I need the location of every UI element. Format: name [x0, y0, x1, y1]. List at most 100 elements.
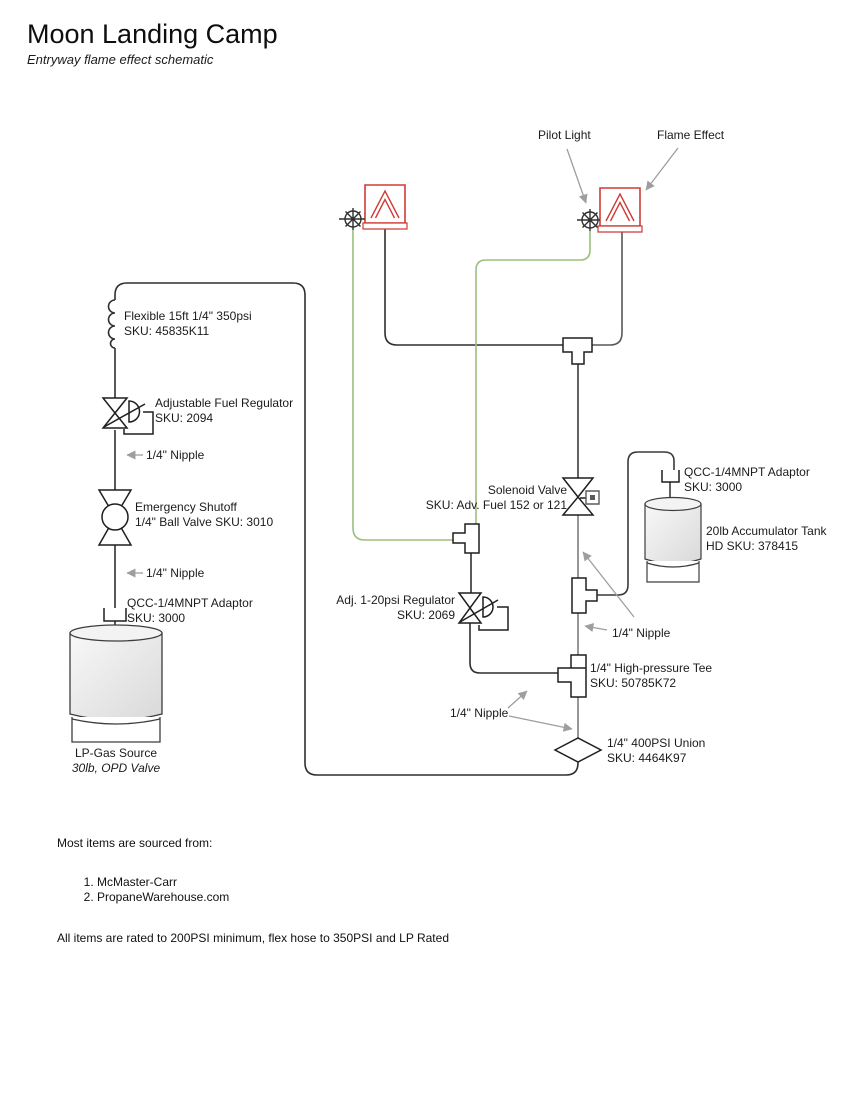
pipe-accumulator-branch: [597, 452, 674, 595]
pilot-reg-valve-top: [459, 593, 481, 608]
qcc-adaptor-left: [104, 608, 126, 621]
accumulator-label-line2: HD SKU: 378415: [706, 539, 799, 553]
main-supply-pipe: [109, 283, 579, 775]
flex-hose-coil: [109, 300, 115, 348]
pilot-reg-diaphragm: [483, 597, 493, 617]
lp-tank-base: [72, 717, 160, 742]
effect-line-pipes: [385, 229, 674, 738]
flame-icon-left: [371, 191, 399, 218]
nipple-label-upper-left: 1/4" Nipple: [146, 448, 205, 462]
flame-base-right: [598, 226, 642, 232]
hp-tee-label-line2: SKU: 50785K72: [590, 676, 677, 690]
high-pressure-tee: [558, 655, 586, 697]
arrow-nipple-bottom-down: [509, 716, 573, 732]
pilot-splitter-tee: [453, 524, 479, 553]
acc-tank-base-arc: [647, 563, 699, 567]
lp-tank-top: [70, 625, 162, 641]
accumulator-tee: [572, 578, 597, 613]
solenoid-top-triangle: [563, 478, 593, 497]
flame-base-left: [363, 223, 407, 229]
arrow-nipple-mid-diagonal: [583, 551, 634, 617]
pilot-light-label: Pilot Light: [538, 128, 591, 142]
qcc-adaptor-right: [662, 470, 679, 482]
pilot-light-left: [339, 208, 365, 230]
page-subtitle: Entryway flame effect schematic: [27, 52, 214, 67]
solenoid-valve-symbol: [563, 478, 599, 515]
nipple-label-bottom: 1/4" Nipple: [450, 706, 509, 720]
pilot-reg-stem: [460, 600, 498, 622]
regulator-diaphragm: [129, 401, 140, 422]
pilot-regulator-label: Adj. 1-20psi Regulator SKU: 2069: [336, 593, 455, 623]
lp-source-label-line2: 30lb, OPD Valve: [71, 761, 161, 775]
emergency-shutoff-label-line1: Emergency Shutoff: [135, 500, 237, 514]
regulator-valve-top: [103, 398, 127, 413]
pilot-light-right: [577, 209, 600, 231]
regulator-stem: [104, 404, 145, 427]
acc-tank-base: [647, 561, 699, 582]
pilot-line-left: [353, 230, 453, 540]
qcc-adaptor-left-label: QCC-1/4MNPT Adaptor SKU: 3000: [127, 596, 253, 626]
accumulator-label: 20lb Accumulator Tank HD SKU: 378415: [706, 524, 827, 554]
nipple-label-lower-left: 1/4" Nipple: [146, 566, 205, 580]
pilot-spokes-right: [577, 209, 600, 231]
flex-hose-label-line2: SKU: 45835K11: [124, 324, 210, 338]
pilot-reg-feedback-loop: [479, 607, 508, 630]
pilot-line-right: [476, 231, 590, 524]
pilot-regulator-label-line2: SKU: 2069: [396, 608, 455, 622]
pilot-regulator-label-line1: Adj. 1-20psi Regulator: [336, 593, 455, 607]
fuel-regulator-label-line1: Adjustable Fuel Regulator: [155, 396, 294, 410]
accumulator-tank: [645, 498, 701, 583]
flex-hose-label-line1: Flexible 15ft 1/4" 350psi: [124, 309, 252, 323]
pilot-circle-right: [582, 212, 598, 228]
hp-tee-label: 1/4" High-pressure Tee SKU: 50785K72: [590, 661, 712, 691]
tee-fittings: [453, 338, 601, 762]
union-label: 1/4" 400PSI Union SKU: 4464K97: [607, 736, 705, 766]
union-fitting: [555, 738, 601, 762]
solenoid-label: Solenoid Valve SKU: Adv. Fuel 152 or 121: [426, 483, 567, 513]
lp-tank-base-arc: [72, 719, 160, 724]
arrow-flame-effect: [646, 148, 678, 191]
acc-tank-body: [645, 504, 701, 564]
emergency-shutoff-label-line2: 1/4" Ball Valve SKU: 3010: [135, 515, 274, 529]
qcc-right-label-line1: QCC-1/4MNPT Adaptor: [684, 465, 810, 479]
pilot-fuel-lines: [353, 230, 590, 540]
fuel-regulator-symbol: [103, 398, 153, 434]
pilot-spokes-left: [339, 208, 365, 230]
ball-valve-ball: [102, 504, 128, 530]
pilot-circle-left: [345, 211, 361, 227]
regulator-feedback-loop: [124, 412, 153, 434]
footer-rating-note: All items are rated to 200PSI minimum, f…: [57, 931, 449, 945]
source-item: McMaster-Carr: [97, 875, 229, 890]
qcc-left-label-line2: SKU: 3000: [127, 611, 186, 625]
solenoid-bottom-triangle: [563, 497, 593, 515]
emergency-shutoff-label: Emergency Shutoff 1/4" Ball Valve SKU: 3…: [135, 500, 273, 530]
flame-effect-right: [598, 188, 642, 232]
pipe-right-flame-drop: [592, 232, 622, 345]
arrow-nipple-mid-horizontal: [584, 623, 607, 632]
lp-source-label-line1: LP-Gas Source: [74, 746, 158, 760]
source-list: McMaster-Carr PropaneWarehouse.com: [70, 875, 229, 905]
page-title: Moon Landing Camp: [27, 19, 278, 49]
nipple-label-mid-right: 1/4" Nipple: [612, 626, 671, 640]
qcc-adaptor-right-label: QCC-1/4MNPT Adaptor SKU: 3000: [684, 465, 810, 495]
supply-loop-pipe: [115, 283, 578, 775]
hp-tee-label-line1: 1/4" High-pressure Tee: [590, 661, 713, 675]
flame-effect-label: Flame Effect: [657, 128, 725, 142]
union-label-line2: SKU: 4464K97: [607, 751, 687, 765]
annotation-arrows: [126, 148, 678, 732]
accumulator-label-line1: 20lb Accumulator Tank: [706, 524, 827, 538]
flame-effect-left: [363, 185, 407, 229]
arrow-nipple-bottom-up: [508, 691, 528, 708]
source-item: PropaneWarehouse.com: [97, 890, 229, 905]
fuel-regulator-label-line2: SKU: 2094: [155, 411, 214, 425]
lp-tank-body: [70, 633, 162, 720]
solenoid-label-line2: SKU: Adv. Fuel 152 or 121: [425, 498, 567, 512]
fuel-regulator-label: Adjustable Fuel Regulator SKU: 2094: [155, 396, 293, 426]
acc-tank-top: [645, 498, 701, 511]
pilot-regulator-symbol: [459, 593, 508, 630]
qcc-left-label-line1: QCC-1/4MNPT Adaptor: [127, 596, 253, 610]
solenoid-label-line1: Solenoid Valve: [487, 483, 567, 497]
footer-heading: Most items are sourced from:: [57, 836, 213, 850]
